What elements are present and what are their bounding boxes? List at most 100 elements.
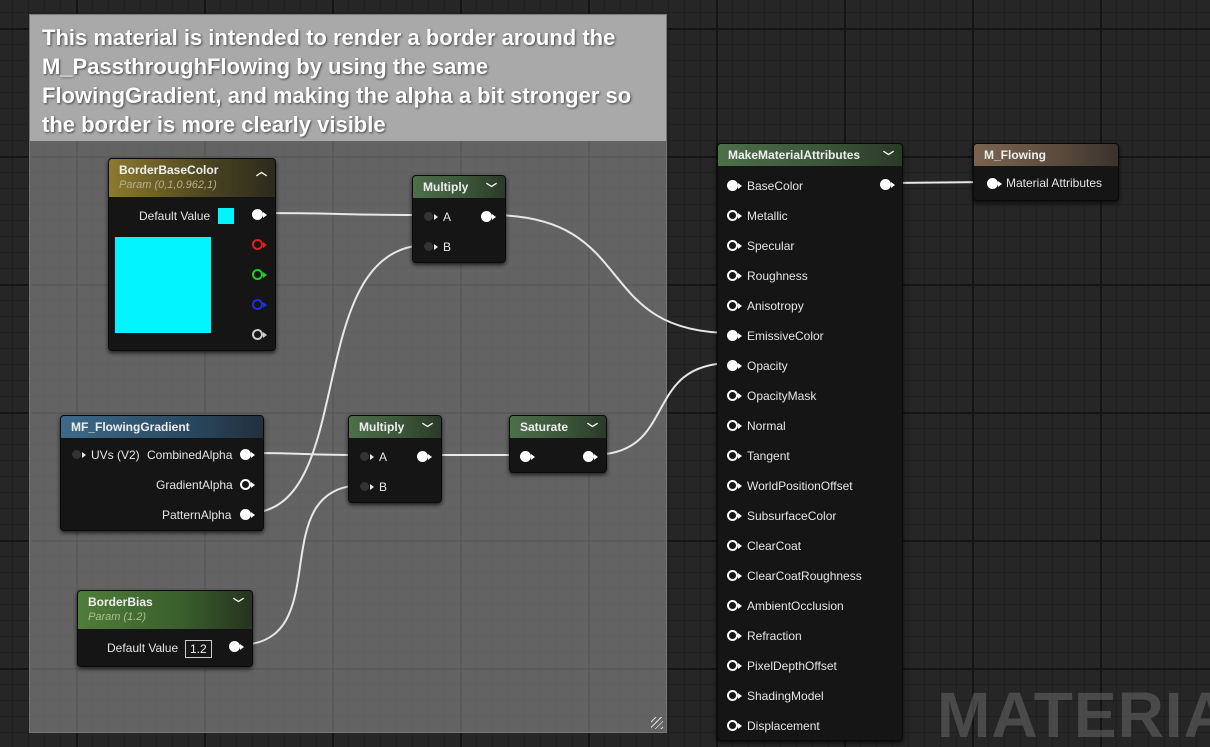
input-label-subsurfacecolor: SubsurfaceColor	[747, 509, 837, 523]
input-pin-b[interactable]	[424, 242, 438, 251]
input-label-refraction: Refraction	[747, 629, 802, 643]
color-swatch-small[interactable]	[218, 208, 234, 224]
input-pin-b[interactable]	[360, 482, 374, 491]
input-label-opacitymask: OpacityMask	[747, 389, 817, 403]
input-pin-specular[interactable]	[727, 240, 742, 251]
input-pin-clearcoat[interactable]	[727, 540, 742, 551]
input-label-tangent: Tangent	[747, 449, 790, 463]
pattern-alpha-output-pin[interactable]	[240, 509, 255, 520]
input-label-clearcoat: ClearCoat	[747, 539, 802, 553]
input-label-normal: Normal	[747, 419, 786, 433]
node-title: BorderBias	[88, 595, 153, 609]
border-bias-node[interactable]: BorderBias Param (1.2) ﹀ Default Value 1…	[77, 590, 253, 667]
node-title: BorderBaseColor	[119, 163, 219, 177]
input-label-opacity: Opacity	[747, 359, 788, 373]
node-title: MF_FlowingGradient	[71, 420, 190, 434]
input-pin-pixeldepthoffset[interactable]	[727, 660, 742, 671]
material-attributes-output-pin[interactable]	[880, 179, 895, 190]
multiply-bottom-node[interactable]: Multiply ﹀ A B	[348, 415, 442, 503]
pin-b-label: B	[379, 480, 388, 494]
node-title: M_Flowing	[984, 148, 1046, 162]
m-flowing-node[interactable]: M_Flowing Material Attributes	[973, 143, 1119, 201]
input-label-anisotropy: Anisotropy	[747, 299, 804, 313]
color-preview-swatch	[115, 237, 211, 333]
multiply-bottom-header[interactable]: Multiply ﹀	[349, 416, 441, 438]
node-title: Multiply	[359, 420, 405, 434]
collapse-chevron-down-icon[interactable]: ﹀	[587, 423, 598, 435]
alpha-output-pin[interactable]	[252, 329, 267, 340]
pin-b-label: B	[443, 240, 452, 254]
input-pin-emissivecolor[interactable]	[727, 330, 742, 341]
input-pin-a[interactable]	[360, 452, 374, 461]
output-pin[interactable]	[583, 451, 598, 462]
output-pin[interactable]	[481, 211, 496, 222]
input-pin-shadingmodel[interactable]	[727, 690, 742, 701]
input-pin-roughness[interactable]	[727, 270, 742, 281]
input-pin-basecolor[interactable]	[727, 180, 742, 191]
input-label-roughness: Roughness	[747, 269, 808, 283]
multiply-top-node[interactable]: Multiply ﹀ A B	[412, 175, 506, 263]
input-pin-tangent[interactable]	[727, 450, 742, 461]
input-label-shadingmodel: ShadingModel	[747, 689, 824, 703]
uvs-input-pin[interactable]	[72, 450, 86, 459]
material-attributes-input-pin[interactable]	[987, 178, 1002, 189]
make-material-attributes-header[interactable]: MakeMaterialAttributes ﹀	[718, 144, 902, 166]
blue-output-pin[interactable]	[252, 299, 267, 310]
border-bias-header[interactable]: BorderBias Param (1.2) ﹀	[78, 591, 252, 629]
combined-alpha-output-pin[interactable]	[240, 449, 255, 460]
default-value-input[interactable]: 1.2	[185, 640, 212, 658]
red-output-pin[interactable]	[252, 239, 267, 250]
input-pin-ambientocclusion[interactable]	[727, 600, 742, 611]
rgb-output-pin[interactable]	[252, 209, 267, 220]
pattern-alpha-label: PatternAlpha	[162, 508, 232, 522]
output-pin[interactable]	[229, 641, 244, 652]
input-pin-normal[interactable]	[727, 420, 742, 431]
input-pin-displacement[interactable]	[727, 720, 742, 731]
collapse-chevron-down-icon[interactable]: ﹀	[233, 598, 244, 610]
node-title: MakeMaterialAttributes	[728, 148, 861, 162]
saturate-header[interactable]: Saturate ﹀	[510, 416, 606, 438]
input-pin-opacity[interactable]	[727, 360, 742, 371]
default-value-label: Default Value	[107, 641, 179, 655]
border-base-color-node[interactable]: BorderBaseColor Param (0,1,0.962,1) ︿ De…	[108, 158, 276, 351]
collapse-chevron-up-icon[interactable]: ︿	[256, 166, 267, 178]
default-value-label: Default Value	[139, 209, 211, 223]
mf-flowing-gradient-node[interactable]: MF_FlowingGradient UVs (V2) CombinedAlph…	[60, 415, 264, 531]
input-label-ambientocclusion: AmbientOcclusion	[747, 599, 844, 613]
node-subtitle: Param (0,1,0.962,1)	[119, 179, 217, 191]
green-output-pin[interactable]	[252, 269, 267, 280]
input-pin-subsurfacecolor[interactable]	[727, 510, 742, 521]
collapse-chevron-down-icon[interactable]: ﹀	[883, 151, 894, 163]
collapse-chevron-down-icon[interactable]: ﹀	[486, 183, 497, 195]
input-pin-opacitymask[interactable]	[727, 390, 742, 401]
input-label-specular: Specular	[747, 239, 795, 253]
input-label-worldpositionoffset: WorldPositionOffset	[747, 479, 853, 493]
input-pin-a[interactable]	[424, 212, 438, 221]
comment-text[interactable]: This material is intended to render a bo…	[30, 15, 666, 141]
multiply-top-header[interactable]: Multiply ﹀	[413, 176, 505, 198]
input-pin-worldpositionoffset[interactable]	[727, 480, 742, 491]
node-title: Saturate	[520, 420, 569, 434]
mf-flowing-gradient-header[interactable]: MF_FlowingGradient	[61, 416, 263, 438]
input-label-pixeldepthoffset: PixelDepthOffset	[747, 659, 837, 673]
node-title: Multiply	[423, 180, 469, 194]
input-pin-refraction[interactable]	[727, 630, 742, 641]
saturate-node[interactable]: Saturate ﹀	[509, 415, 607, 473]
pin-a-label: A	[379, 450, 388, 464]
border-base-color-header[interactable]: BorderBaseColor Param (0,1,0.962,1) ︿	[109, 159, 275, 197]
graph-type-watermark: MATERIAL	[937, 679, 1210, 747]
gradient-alpha-output-pin[interactable]	[240, 479, 255, 490]
input-pin[interactable]	[520, 451, 535, 462]
combined-alpha-label: CombinedAlpha	[147, 448, 233, 462]
input-pin-clearcoatroughness[interactable]	[727, 570, 742, 581]
resize-grip-icon[interactable]	[651, 717, 663, 729]
input-pin-metallic[interactable]	[727, 210, 742, 221]
collapse-chevron-down-icon[interactable]: ﹀	[422, 423, 433, 435]
input-label-displacement: Displacement	[747, 719, 820, 733]
input-label-metallic: Metallic	[747, 209, 788, 223]
input-pin-anisotropy[interactable]	[727, 300, 742, 311]
node-subtitle: Param (1.2)	[88, 611, 147, 623]
output-pin[interactable]	[417, 451, 432, 462]
m-flowing-header[interactable]: M_Flowing	[974, 144, 1118, 166]
